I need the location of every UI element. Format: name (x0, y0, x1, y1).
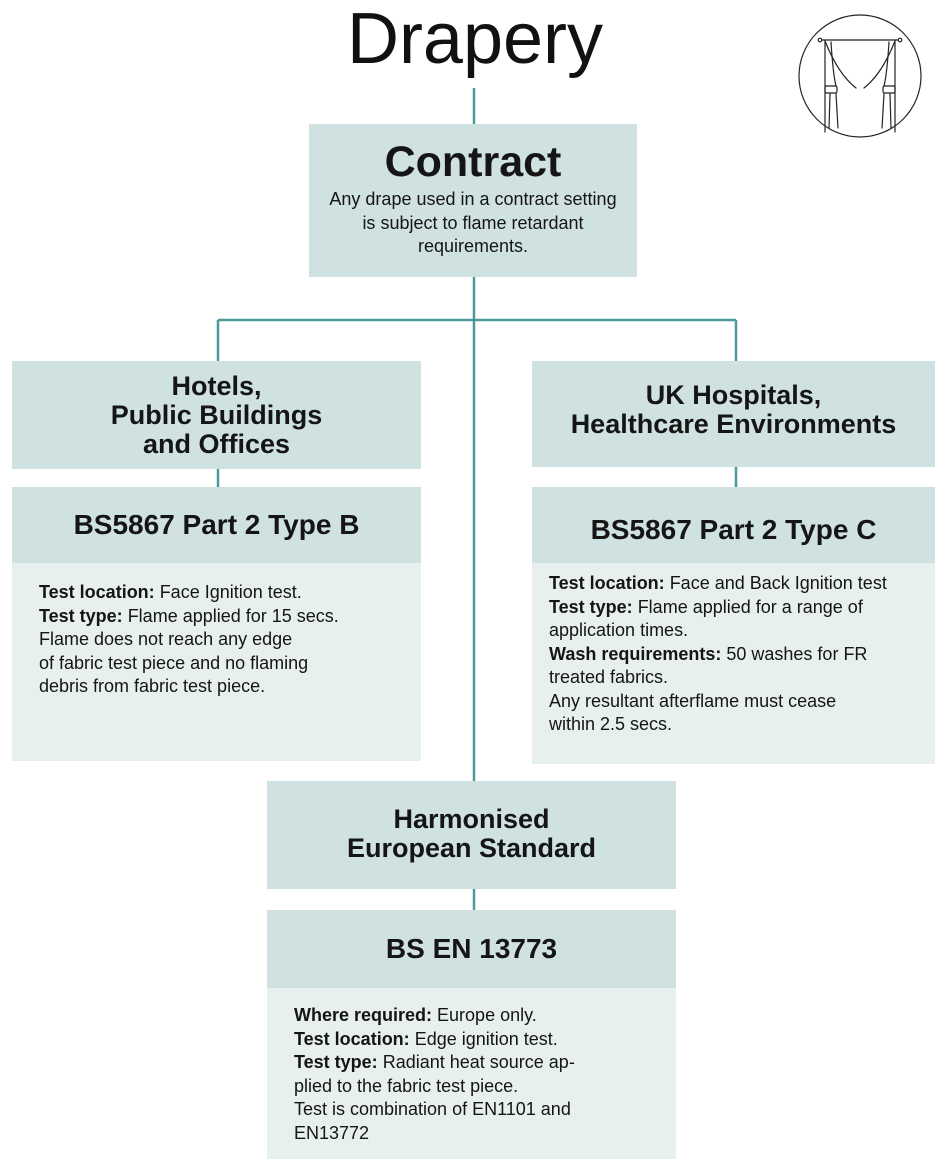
harmonised-heading-line: European Standard (346, 833, 597, 863)
hotels-details: Test location: Face Ignition test. Test … (12, 563, 421, 761)
detail-text: Flame applied for 15 secs. (122, 605, 339, 626)
detail-row: Test location: Face Ignition test. (39, 581, 403, 605)
detail-label: Test type: (39, 605, 123, 626)
harmonised-heading-line: Harmonised (393, 804, 550, 834)
detail-row: Any resultant afterflame must cease (549, 690, 935, 714)
detail-row: treated fabrics. (549, 666, 935, 690)
curtains-icon (798, 14, 922, 138)
detail-text: plied to the fabric test piece. (294, 1075, 519, 1096)
hotels-heading-line: Public Buildings (110, 400, 323, 430)
detail-text: of fabric test piece and no flaming (39, 652, 309, 673)
detail-row: EN13772 (294, 1122, 666, 1146)
contract-title: Contract (384, 138, 562, 186)
uk-heading-line: Healthcare Environments (570, 409, 897, 439)
detail-text: within 2.5 secs. (549, 714, 673, 734)
detail-text: Radiant heat source ap- (377, 1052, 575, 1072)
detail-text: Face Ignition test. (154, 582, 302, 602)
detail-row: within 2.5 secs. (549, 713, 935, 737)
detail-label: Test type: (549, 596, 633, 617)
detail-text: Any resultant afterflame must cease (549, 690, 837, 711)
detail-text: treated fabrics. (549, 667, 669, 687)
harmonised-heading-box: Harmonised European Standard (267, 781, 676, 889)
detail-row: Flame does not reach any edge (39, 628, 403, 652)
detail-label: Test location: (294, 1028, 410, 1049)
detail-text: Face and Back Ignition test (664, 573, 887, 593)
harmonised-details: Where required: Europe only. Test locati… (267, 988, 676, 1159)
hotels-heading-line: Hotels, (171, 371, 262, 401)
detail-row: Wash requirements: 50 washes for FR (549, 643, 935, 667)
detail-text: 50 washes for FR (721, 643, 868, 664)
detail-text: Europe only. (432, 1005, 537, 1025)
detail-row: plied to the fabric test piece. (294, 1075, 666, 1099)
detail-text: Edge ignition test. (409, 1028, 558, 1049)
detail-row: Test location: Edge ignition test. (294, 1028, 666, 1052)
detail-text: Flame applied for a range of (632, 596, 863, 617)
detail-text: Flame does not reach any edge (39, 629, 293, 649)
detail-row: Test type: Radiant heat source ap- (294, 1051, 666, 1075)
uk-heading-line: UK Hospitals, (645, 380, 822, 410)
hotels-heading-box: Hotels, Public Buildings and Offices (12, 361, 421, 469)
hotels-heading-line: and Offices (142, 429, 291, 459)
detail-row: debris from fabric test piece. (39, 675, 403, 699)
contract-description: Any drape used in a contract setting is … (309, 188, 637, 259)
detail-label: Where required: (294, 1005, 433, 1025)
contract-description-text: Any drape used in a contract setting is … (329, 189, 617, 256)
detail-row: of fabric test piece and no flaming (39, 652, 403, 676)
detail-label: Test type: (294, 1052, 378, 1072)
detail-text: Test is combination of EN1101 and (294, 1099, 571, 1119)
detail-row: Test is combination of EN1101 and (294, 1098, 666, 1122)
detail-text: application times. (549, 620, 689, 640)
hotels-standard: BS5867 Part 2 Type B (12, 487, 421, 563)
detail-label: Test location: (549, 573, 665, 593)
uk-heading-box: UK Hospitals, Healthcare Environments (532, 361, 935, 467)
detail-label: Wash requirements: (549, 643, 722, 664)
uk-standard: BS5867 Part 2 Type C (532, 487, 935, 563)
detail-row: Test type: Flame applied for 15 secs. (39, 605, 403, 629)
detail-row: Where required: Europe only. (294, 1004, 666, 1028)
detail-row: Test location: Face and Back Ignition te… (549, 572, 935, 596)
uk-details: Test location: Face and Back Ignition te… (532, 563, 935, 764)
harmonised-standard: BS EN 13773 (267, 910, 676, 988)
detail-row: application times. (549, 619, 935, 643)
contract-box: Contract Any drape used in a contract se… (309, 124, 637, 277)
page-title: Drapery (346, 0, 604, 79)
detail-row: Test type: Flame applied for a range of (549, 596, 935, 620)
detail-text: debris from fabric test piece. (39, 676, 266, 696)
detail-label: Test location: (39, 582, 155, 602)
detail-text: EN13772 (294, 1122, 370, 1143)
